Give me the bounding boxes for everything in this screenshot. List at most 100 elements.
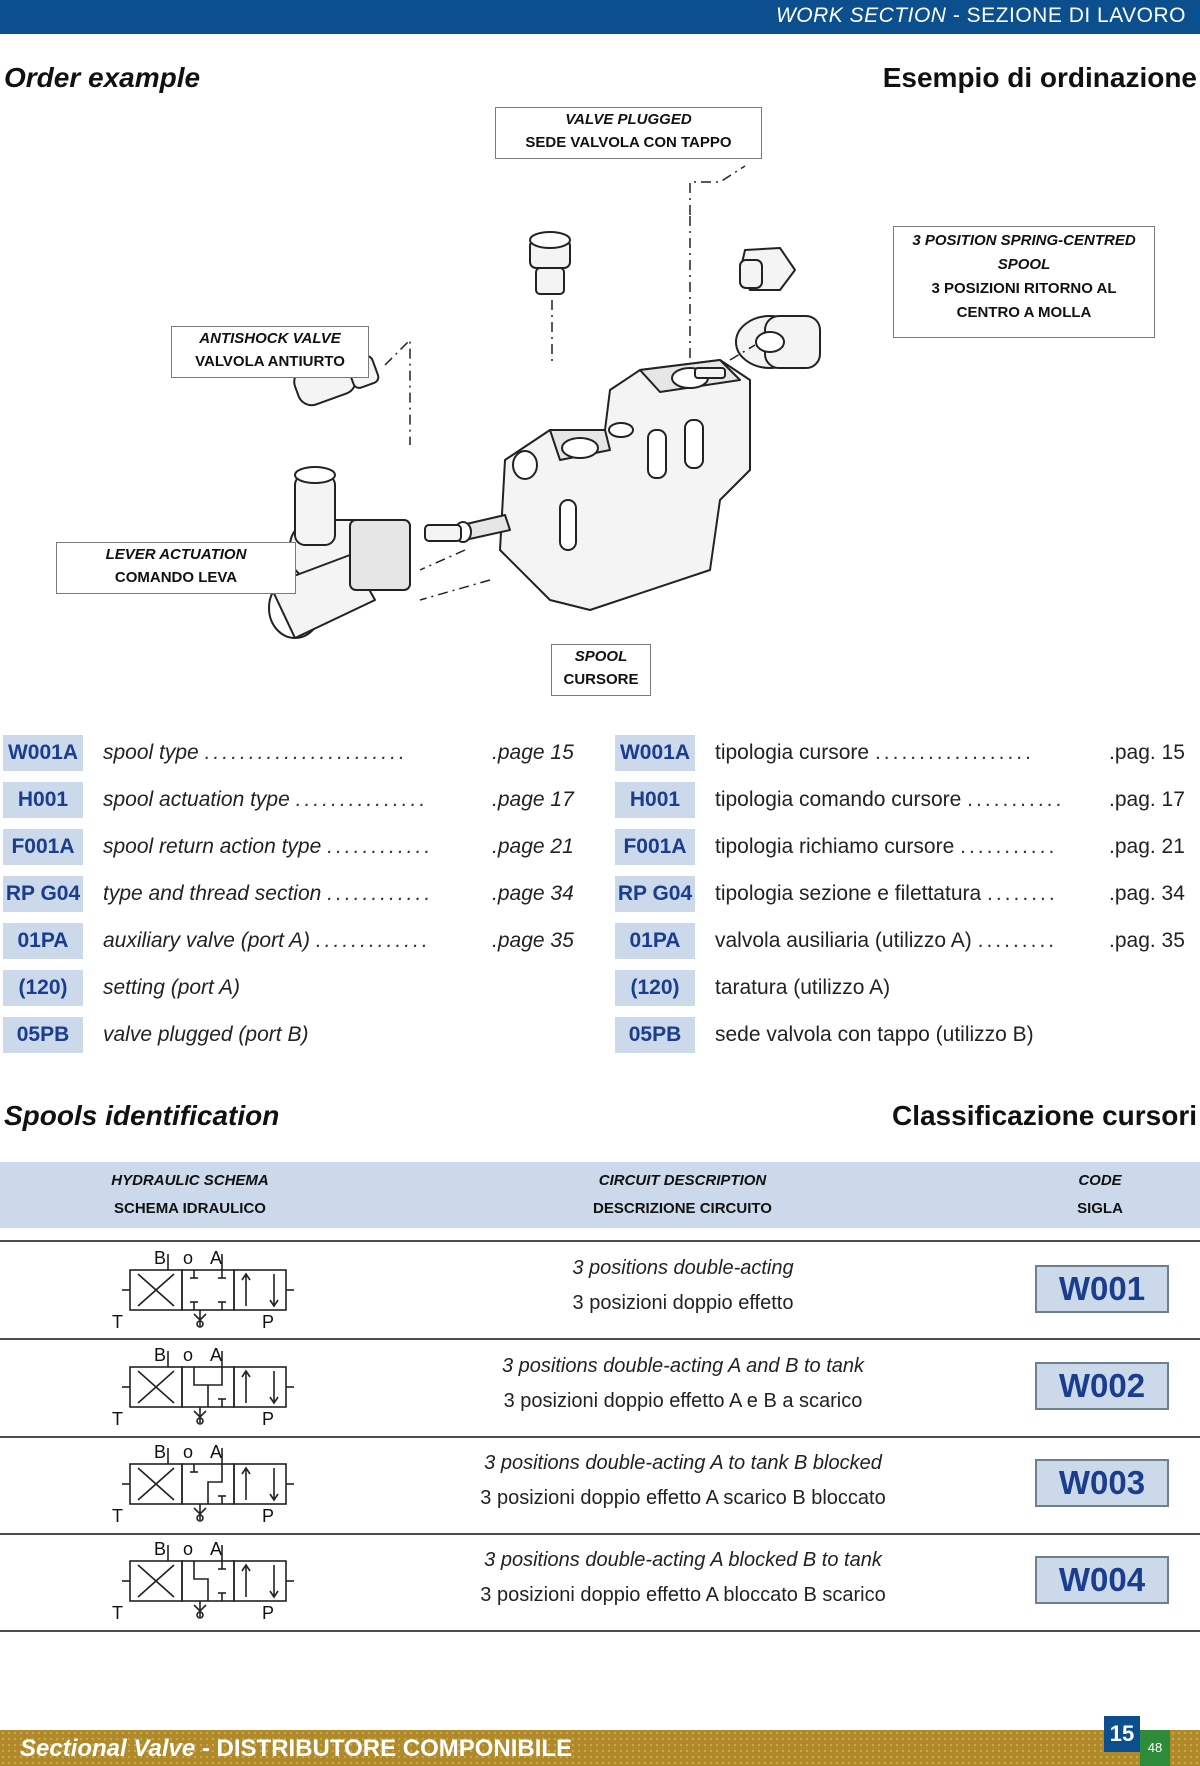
th-schema-en: HYDRAULIC SCHEMA xyxy=(111,1172,269,1189)
spool-code-badge: W002 xyxy=(1035,1362,1169,1410)
callout-antishock-it: VALVOLA ANTIURTO xyxy=(195,353,345,370)
order-code-right: RP G04 xyxy=(615,876,695,912)
order-code-left: F001A xyxy=(3,829,83,865)
callout-lever-en: LEVER ACTUATION xyxy=(105,546,247,563)
spool-position-box xyxy=(233,1269,287,1311)
check-valve xyxy=(193,1410,207,1419)
circuit-description: 3 positions double-acting 3 posizioni do… xyxy=(423,1251,943,1321)
order-code-right: H001 xyxy=(615,782,695,818)
order-desc-it: tipologia richiamo cursore ........... xyxy=(715,835,1058,858)
th-schema-it: SCHEMA IDRAULICO xyxy=(114,1200,266,1217)
tank-connection xyxy=(193,1561,209,1601)
spools-identification-title-it: Classificazione cursori xyxy=(891,1100,1197,1131)
flow-arrow xyxy=(137,1370,175,1404)
table-rule xyxy=(0,1240,1200,1242)
flow-arrow xyxy=(137,1273,175,1307)
circuit-description: 3 positions double-acting A to tank B bl… xyxy=(423,1446,943,1516)
th-code-it: SIGLA xyxy=(1077,1200,1123,1217)
th-code: CODE SIGLA xyxy=(1040,1167,1160,1223)
spool-position-box xyxy=(181,1269,235,1311)
table-rule xyxy=(0,1436,1200,1438)
port-label-a: A xyxy=(210,1248,222,1268)
order-ref-it: .pag. 15 xyxy=(1109,741,1185,764)
spool-position-box xyxy=(233,1463,287,1505)
arrow-head xyxy=(241,1563,251,1572)
order-example-title-it: Esempio di ordinazione xyxy=(882,62,1197,93)
port-label-p: P xyxy=(262,1312,274,1332)
order-code-left: 01PA xyxy=(3,923,83,959)
footer-bar xyxy=(0,1730,1200,1766)
spool-code-badge: W003 xyxy=(1035,1459,1169,1507)
flow-arrow xyxy=(137,1467,175,1501)
order-code-right: 01PA xyxy=(615,923,695,959)
section-header-bar xyxy=(0,0,1200,34)
callout-valve-plugged: VALVE PLUGGED SEDE VALVOLA CON TAPPO xyxy=(495,107,762,159)
port-label-b: B xyxy=(154,1248,166,1268)
callout-valve-plugged-it: SEDE VALVOLA CON TAPPO xyxy=(525,134,732,151)
circuit-desc-en: 3 positions double-acting xyxy=(572,1257,794,1279)
flow-arrow xyxy=(137,1564,175,1598)
order-ref-en: .page 17 xyxy=(492,788,574,811)
port-label-a: A xyxy=(210,1539,222,1559)
port-label-b: B xyxy=(154,1442,166,1462)
order-desc-en: spool type ....................... xyxy=(103,741,408,764)
order-desc-it: tipologia sezione e filettatura ........ xyxy=(715,882,1058,905)
circuit-desc-en: 3 positions double-acting A to tank B bl… xyxy=(484,1452,882,1474)
check-valve xyxy=(196,1611,204,1619)
spool-position-box xyxy=(233,1560,287,1602)
check-valve xyxy=(193,1507,207,1516)
spool-code-badge: W004 xyxy=(1035,1556,1169,1604)
order-desc-en: auxiliary valve (port A) ............. xyxy=(103,929,431,952)
port-label-b: B xyxy=(154,1539,166,1559)
order-ref-it: .pag. 34 xyxy=(1109,882,1185,905)
callout-lever-actuation: LEVER ACTUATION COMANDO LEVA xyxy=(56,542,296,594)
table-rule xyxy=(0,1533,1200,1535)
order-code-left: (120) xyxy=(3,970,83,1006)
callout-spool: SPOOL CURSORE xyxy=(551,644,651,696)
port-label-p: P xyxy=(262,1603,274,1623)
port-label-o: o xyxy=(183,1442,193,1462)
footer-title: Sectional Valve - DISTRIBUTORE COMPONIBI… xyxy=(20,1735,572,1763)
order-code-right: F001A xyxy=(615,829,695,865)
check-valve xyxy=(193,1313,207,1322)
circuit-desc-en: 3 positions double-acting A blocked B to… xyxy=(484,1549,882,1571)
header-separator: - xyxy=(952,4,961,27)
order-ref-en: .page 21 xyxy=(492,835,574,858)
callout-spring-it-1: 3 POSIZIONI RITORNO AL xyxy=(931,280,1117,297)
order-ref-en: .page 34 xyxy=(492,882,574,905)
th-hydraulic-schema: HYDRAULIC SCHEMA SCHEMA IDRAULICO xyxy=(70,1167,310,1223)
circuit-desc-it: 3 posizioni doppio effetto A scarico B b… xyxy=(480,1487,886,1509)
circuit-desc-it: 3 posizioni doppio effetto xyxy=(572,1292,794,1314)
table-rule xyxy=(0,1630,1200,1632)
arrow-head xyxy=(269,1396,279,1405)
order-desc-it: tipologia comando cursore ........... xyxy=(715,788,1065,811)
valve-body xyxy=(499,359,751,611)
order-desc-en: setting (port A) xyxy=(103,976,240,999)
port-label-a: A xyxy=(210,1345,222,1365)
order-code-right: W001A xyxy=(615,735,695,771)
order-desc-it: taratura (utilizzo A) xyxy=(715,976,891,999)
port-label-t: T xyxy=(112,1312,123,1332)
circuit-description: 3 positions double-acting A blocked B to… xyxy=(423,1543,943,1613)
order-example-title: Order example xyxy=(4,62,201,93)
callout-spool-it: CURSORE xyxy=(563,671,639,688)
check-valve xyxy=(193,1604,207,1613)
spools-identification-title: Spools identification xyxy=(4,1100,280,1131)
page-sub-number: 48 xyxy=(1140,1730,1170,1766)
callout-spring-centred-spool: 3 POSITION SPRING-CENTRED SPOOL 3 POSIZI… xyxy=(893,226,1155,338)
circuit-desc-it: 3 posizioni doppio effetto A e B a scari… xyxy=(503,1390,863,1412)
order-ref-it: .pag. 21 xyxy=(1109,835,1185,858)
order-code-left: W001A xyxy=(3,735,83,771)
order-desc-en: spool return action type ............ xyxy=(103,835,434,858)
exploded-valve-drawing xyxy=(268,165,821,639)
order-desc-it: valvola ausiliaria (utilizzo A) ........… xyxy=(715,929,1058,952)
arrow-head xyxy=(269,1493,279,1502)
tank-connection xyxy=(193,1367,223,1386)
tank-connection xyxy=(207,1464,223,1504)
header-title-en: WORK SECTION xyxy=(775,4,947,27)
port-label-t: T xyxy=(112,1409,123,1429)
